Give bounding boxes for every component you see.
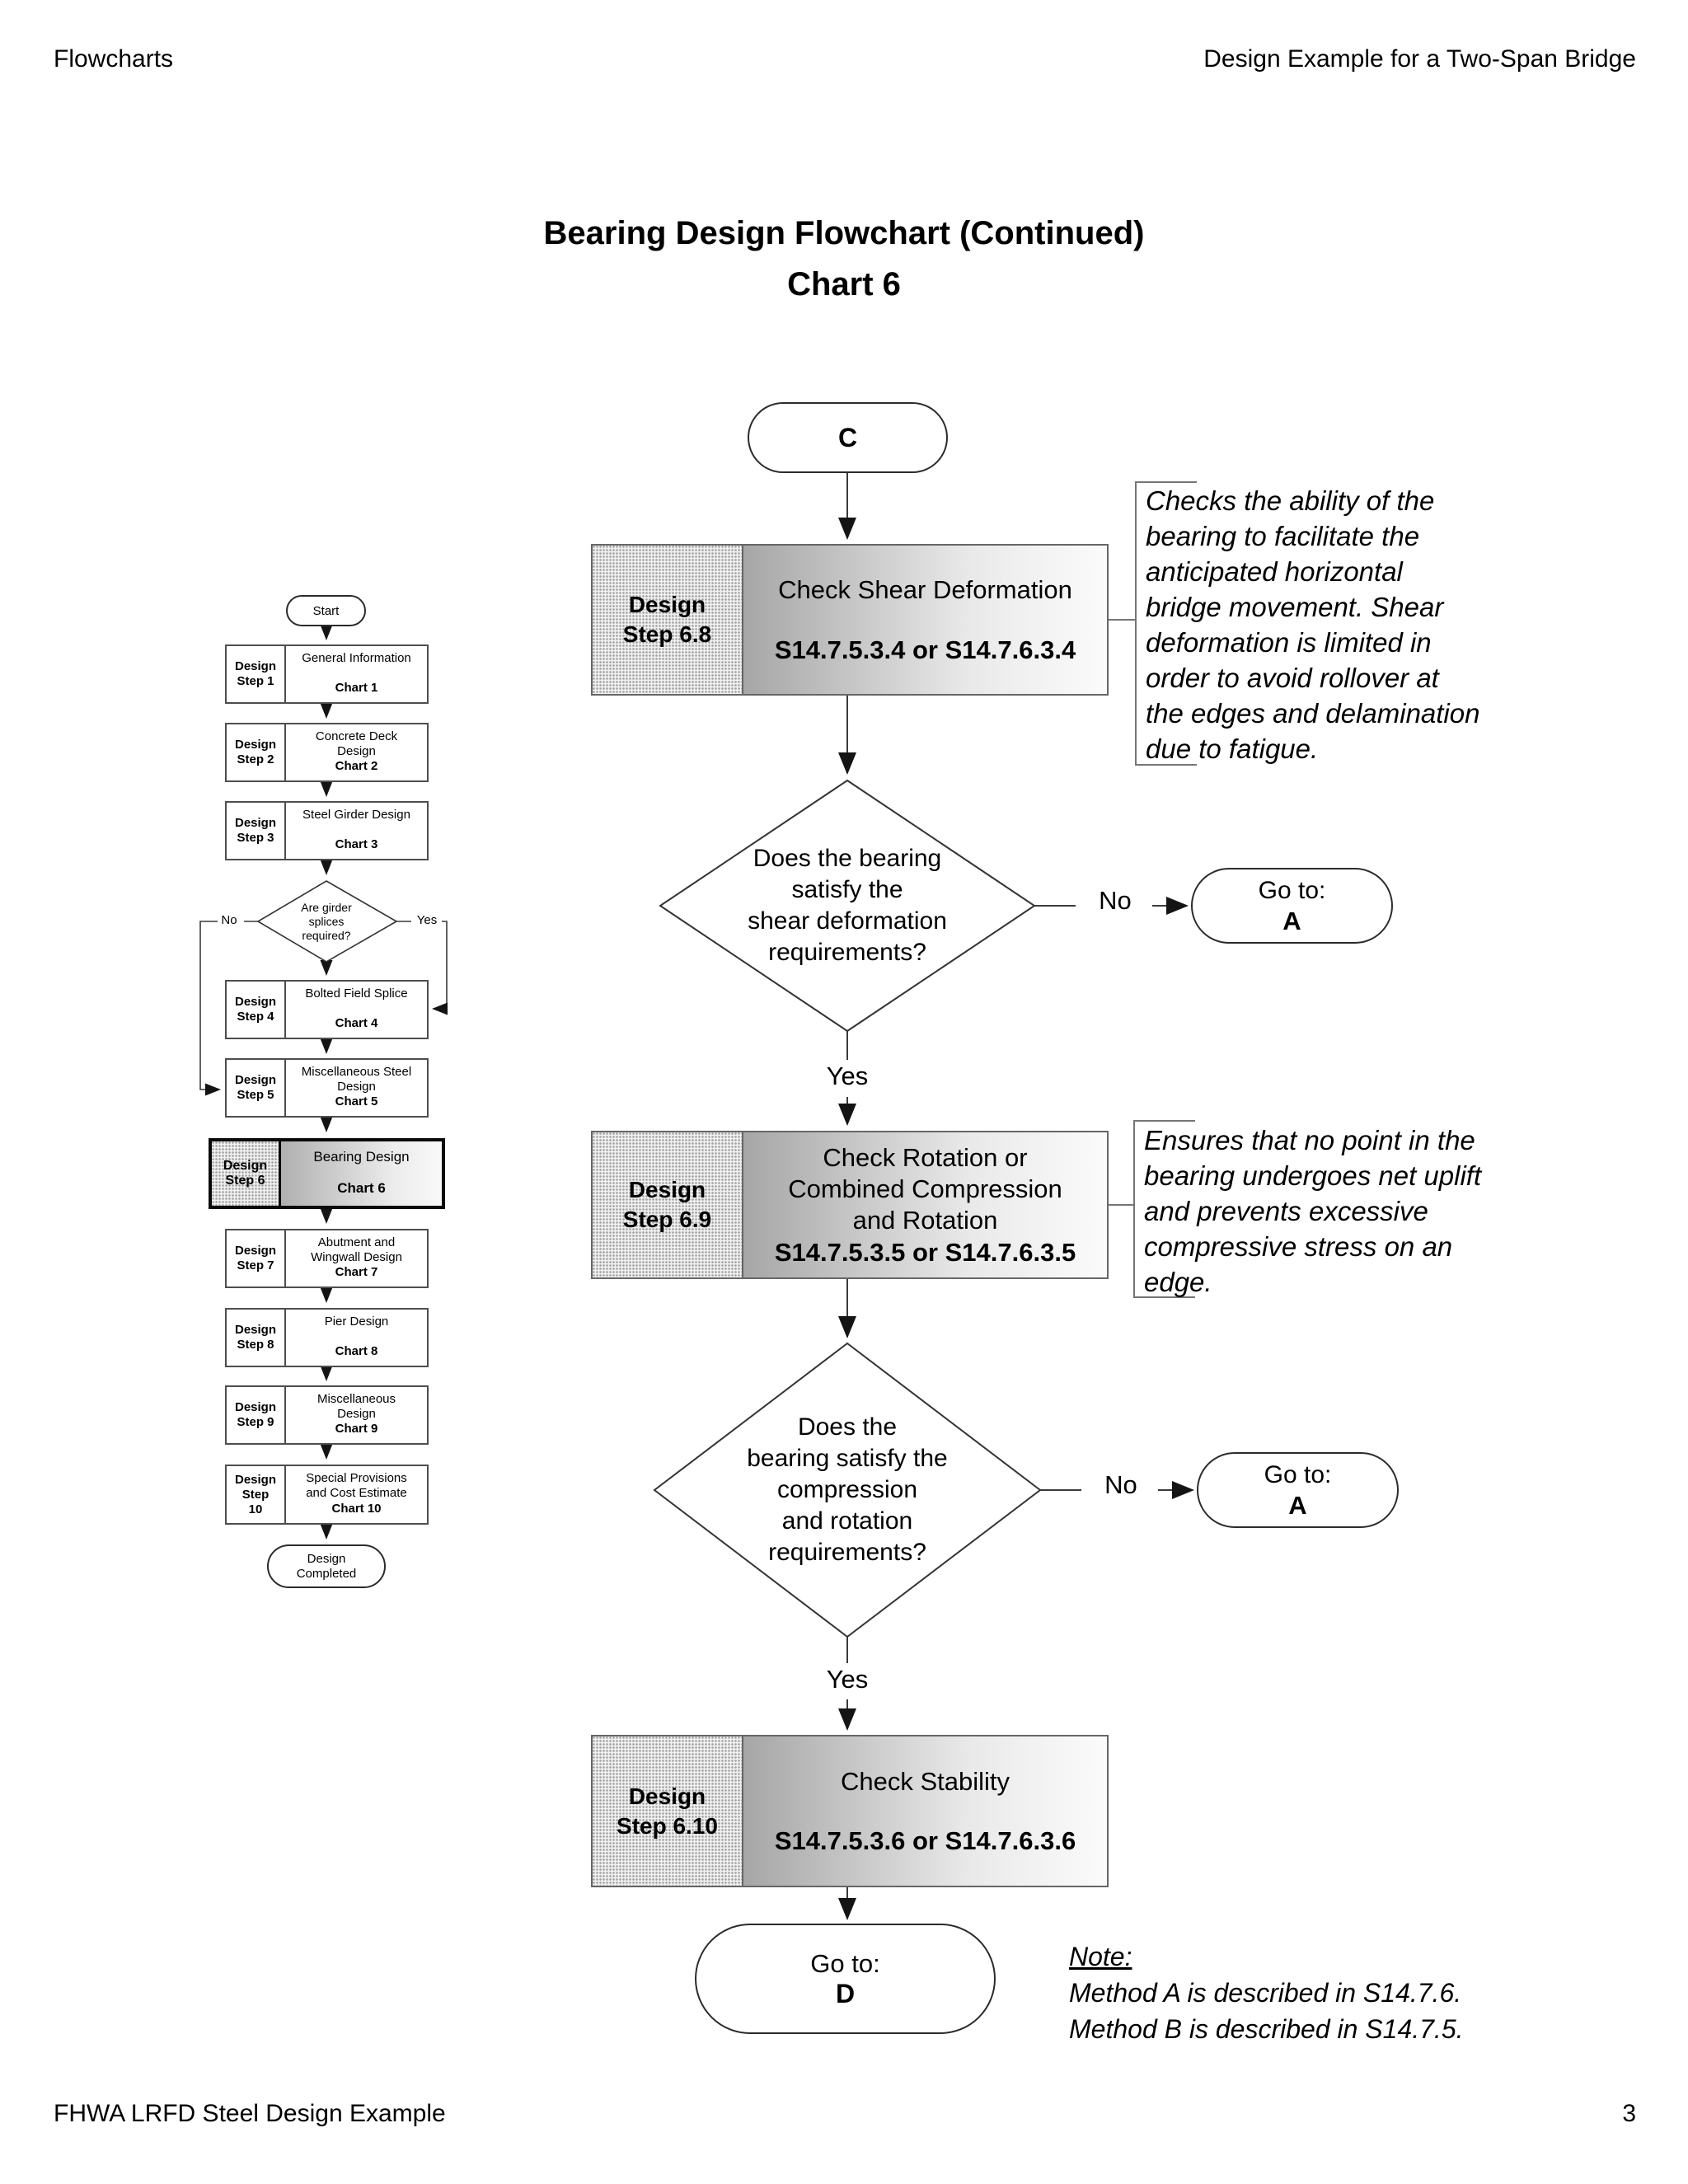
- process-step-6-8-label: Design Step 6.8: [593, 546, 743, 694]
- sidebar-step-7-label: Design Step 7: [227, 1230, 286, 1286]
- bottom-note-body: Method A is described in S14.7.6. Method…: [1069, 1978, 1464, 2044]
- sidebar-step-3-label: Design Step 3: [227, 803, 286, 859]
- sidebar-step-2-label: Design Step 2: [227, 724, 286, 780]
- sidebar-step-1: Design Step 1 General Information Chart …: [225, 644, 429, 704]
- process-step-6-9-title: Check Rotation or Combined Compression a…: [788, 1143, 1062, 1235]
- process-step-6-8-ref: S14.7.5.3.4 or S14.7.6.3.4: [774, 635, 1076, 664]
- sidebar-step-1-label: Design Step 1: [227, 646, 286, 702]
- sidebar-step-4: Design Step 4 Bolted Field Splice Chart …: [225, 980, 429, 1039]
- goto-d-target: D: [835, 1979, 856, 2008]
- process-step-6-8-title: Check Shear Deformation: [778, 575, 1072, 605]
- terminal-c-label: C: [837, 422, 858, 452]
- sidebar-step-2-title: Concrete Deck Design: [315, 729, 398, 758]
- note-shear-deformation: Checks the ability of the bearing to fac…: [1146, 485, 1480, 764]
- process-step-6-10: Design Step 6.10 Check Stability S14.7.5…: [591, 1735, 1109, 1887]
- sidebar-step-7-title: Abutment and Wingwall Design: [311, 1235, 402, 1264]
- decision-compression-no-label: No: [1104, 1470, 1137, 1499]
- terminal-goto-d: Go to: D: [695, 1924, 996, 2034]
- goto-d-prefix: Go to:: [810, 1949, 880, 1978]
- sidebar-step-9-chart: Chart 9: [335, 1422, 378, 1436]
- sidebar-step-8-title: Pier Design: [324, 1315, 389, 1329]
- goto-a-1-prefix: Go to:: [1258, 877, 1326, 904]
- sidebar-step-10-chart: Chart 10: [331, 1502, 382, 1516]
- bottom-note: Note: Method A is described in S14.7.6. …: [1069, 1938, 1564, 2047]
- note-uplift: Ensures that no point in the bearing und…: [1144, 1125, 1482, 1297]
- sidebar-step-8-chart: Chart 8: [335, 1344, 378, 1358]
- page-title-line2: Chart 6: [787, 266, 901, 302]
- decision-compression-yes-label: Yes: [826, 1665, 869, 1694]
- sidebar-start-label: Start: [312, 603, 340, 618]
- sidebar-end-terminal: Design Completed: [267, 1544, 386, 1588]
- sidebar-step-3: Design Step 3 Steel Girder Design Chart …: [225, 801, 429, 860]
- sidebar-step-9-title: Miscellaneous Design: [316, 1392, 396, 1421]
- sidebar-step-3-chart: Chart 3: [335, 837, 378, 851]
- sidebar-step-8: Design Step 8 Pier Design Chart 8: [225, 1308, 429, 1367]
- terminal-goto-a-2: Go to: A: [1197, 1452, 1399, 1528]
- decision-shear-text: Does the bearing satisfy the shear defor…: [748, 845, 947, 966]
- page-title: Bearing Design Flowchart (Continued) Cha…: [0, 208, 1688, 310]
- sidebar-step-8-label: Design Step 8: [227, 1310, 286, 1366]
- sidebar-step-2-chart: Chart 2: [335, 759, 378, 773]
- sidebar-step-5-chart: Chart 5: [335, 1094, 378, 1108]
- page-title-line1: Bearing Design Flowchart (Continued): [543, 215, 1145, 251]
- sidebar-step-4-chart: Chart 4: [335, 1016, 378, 1030]
- footer-left: FHWA LRFD Steel Design Example: [54, 2100, 446, 2127]
- sidebar-step-3-title: Steel Girder Design: [302, 808, 410, 822]
- decision-compression-text: Does the bearing satisfy the compression…: [747, 1413, 948, 1566]
- sidebar-step-10-label: Design Step 10: [227, 1466, 286, 1523]
- sidebar-step-10: Design Step 10 Special Provisions and Co…: [225, 1465, 429, 1525]
- terminal-c: C: [748, 402, 948, 473]
- sidebar-step-5-title: Miscellaneous Steel Design: [301, 1065, 412, 1094]
- process-step-6-9-ref: S14.7.5.3.5 or S14.7.6.3.5: [774, 1238, 1076, 1267]
- sidebar-step-6-title: Bearing Design: [313, 1149, 410, 1165]
- sidebar-step-2: Design Step 2 Concrete Deck Design Chart…: [225, 723, 429, 782]
- header-left: Flowcharts: [54, 45, 174, 73]
- goto-a-2-target: A: [1288, 1491, 1307, 1520]
- footer-page-number: 3: [1622, 2100, 1636, 2127]
- sidebar-step-5: Design Step 5 Miscellaneous Steel Design…: [225, 1058, 429, 1118]
- sidebar-step-10-title: Special Provisions and Cost Estimate: [306, 1471, 407, 1500]
- goto-a-2-prefix: Go to:: [1264, 1461, 1332, 1488]
- goto-a-1-target: A: [1282, 907, 1301, 935]
- process-step-6-8: Design Step 6.8 Check Shear Deformation …: [591, 544, 1109, 696]
- sidebar-step-7: Design Step 7 Abutment and Wingwall Desi…: [225, 1229, 429, 1288]
- sidebar-decision-text: Are girder splices required?: [301, 900, 352, 942]
- sidebar-step-1-title: General Information: [302, 651, 411, 665]
- sidebar-step-9: Design Step 9 Miscellaneous Design Chart…: [225, 1385, 429, 1445]
- sidebar-step-5-label: Design Step 5: [227, 1060, 286, 1116]
- process-step-6-10-title: Check Stability: [840, 1766, 1010, 1796]
- sidebar-end-label: Design Completed: [296, 1551, 357, 1581]
- decision-shear-yes-label: Yes: [826, 1062, 869, 1090]
- sidebar-step-4-title: Bolted Field Splice: [305, 987, 408, 1001]
- sidebar-step-4-label: Design Step 4: [227, 982, 286, 1038]
- process-step-6-9-label: Design Step 6.9: [593, 1132, 743, 1277]
- sidebar-step-7-chart: Chart 7: [335, 1265, 378, 1279]
- sidebar-step-6-label: Design Step 6: [212, 1141, 281, 1206]
- decision-shear-no-label: No: [1099, 886, 1132, 915]
- sidebar-step-9-label: Design Step 9: [227, 1387, 286, 1443]
- process-step-6-10-label: Design Step 6.10: [593, 1736, 743, 1886]
- sidebar-start-terminal: Start: [286, 595, 366, 626]
- sidebar-step-6-chart: Chart 6: [337, 1180, 386, 1196]
- terminal-goto-a-1: Go to: A: [1191, 868, 1393, 944]
- sidebar-step-1-chart: Chart 1: [335, 681, 378, 695]
- sidebar-decision-no-label: No: [221, 913, 237, 927]
- sidebar-step-6-highlighted: Design Step 6 Bearing Design Chart 6: [209, 1138, 445, 1209]
- process-step-6-10-ref: S14.7.5.3.6 or S14.7.6.3.6: [774, 1826, 1076, 1856]
- process-step-6-9: Design Step 6.9 Check Rotation or Combin…: [591, 1131, 1109, 1279]
- header-right: Design Example for a Two-Span Bridge: [1203, 45, 1636, 73]
- sidebar-decision-yes-label: Yes: [416, 913, 438, 927]
- bottom-note-heading: Note:: [1069, 1942, 1132, 1971]
